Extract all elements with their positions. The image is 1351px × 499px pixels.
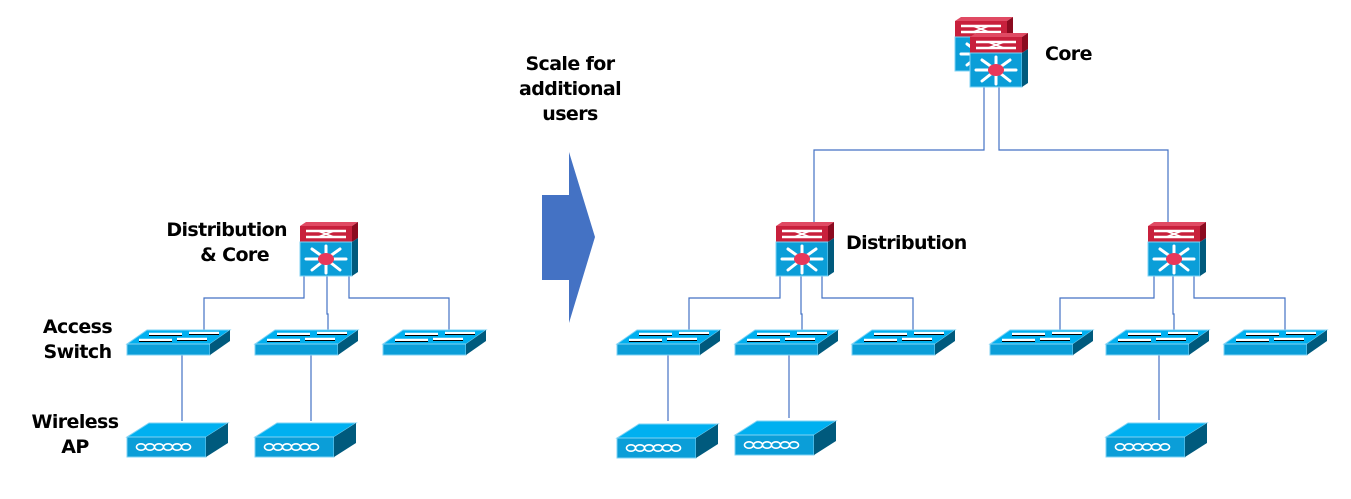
link-dist2-as8 bbox=[1172, 276, 1175, 330]
wireless-ap-icon bbox=[126, 422, 229, 458]
link-dist1-as5 bbox=[800, 276, 803, 330]
wireless-ap-icon bbox=[1105, 422, 1208, 458]
access-switch-icon bbox=[988, 328, 1095, 357]
distribution-core-label-line2: & Core bbox=[200, 244, 269, 266]
link-dc-as1 bbox=[203, 276, 305, 330]
link-dist2-as7 bbox=[1059, 276, 1155, 330]
link-dc-as2 bbox=[326, 276, 329, 330]
link-dist2-as9 bbox=[1193, 276, 1286, 330]
link-core-dist2 bbox=[998, 87, 1169, 222]
links bbox=[181, 87, 1286, 421]
distribution-label: Distribution bbox=[846, 232, 967, 254]
access-switch-icon bbox=[1222, 328, 1329, 357]
link-dc-as3 bbox=[348, 276, 450, 330]
right-arrow-icon bbox=[542, 152, 595, 323]
access-switch-label-line2: Switch bbox=[43, 341, 112, 363]
access-switch-icon bbox=[125, 328, 232, 357]
distribution-switch-icon bbox=[774, 220, 836, 278]
access-switch-icon bbox=[253, 328, 360, 357]
wireless-ap-label-line2: AP bbox=[61, 436, 89, 458]
distribution-switch-icon bbox=[1146, 220, 1208, 278]
wireless-ap-icon bbox=[734, 420, 837, 456]
link-dist1-as4 bbox=[688, 276, 781, 330]
scale-caption-line1: Scale for bbox=[525, 53, 615, 75]
access-switch-label: Access Switch bbox=[20, 315, 135, 365]
link-dist1-as6 bbox=[821, 276, 914, 330]
access-switch-label-line1: Access bbox=[42, 316, 113, 338]
access-switch-icon bbox=[1104, 328, 1211, 357]
access-switch-icon bbox=[381, 328, 488, 357]
scale-caption-line2: additional bbox=[518, 78, 622, 100]
access-switch-icon bbox=[615, 328, 722, 357]
distribution-core-label: Distribution & Core bbox=[140, 218, 287, 268]
wireless-ap-label-line1: Wireless bbox=[31, 411, 120, 433]
scale-caption-line3: users bbox=[542, 103, 598, 125]
wireless-ap-icon bbox=[254, 422, 357, 458]
core-label: Core bbox=[1045, 43, 1092, 65]
wireless-ap-icon bbox=[616, 423, 719, 459]
link-core-dist1 bbox=[813, 87, 985, 222]
distribution-core-switch-icon bbox=[298, 220, 360, 278]
access-switch-icon bbox=[850, 328, 957, 357]
wireless-ap-label: Wireless AP bbox=[15, 410, 135, 460]
core-switch-front-icon bbox=[968, 31, 1030, 89]
scale-caption: Scale for additional users bbox=[500, 52, 640, 127]
distribution-core-label-line1: Distribution bbox=[166, 219, 287, 241]
access-switch-icon bbox=[733, 328, 840, 357]
